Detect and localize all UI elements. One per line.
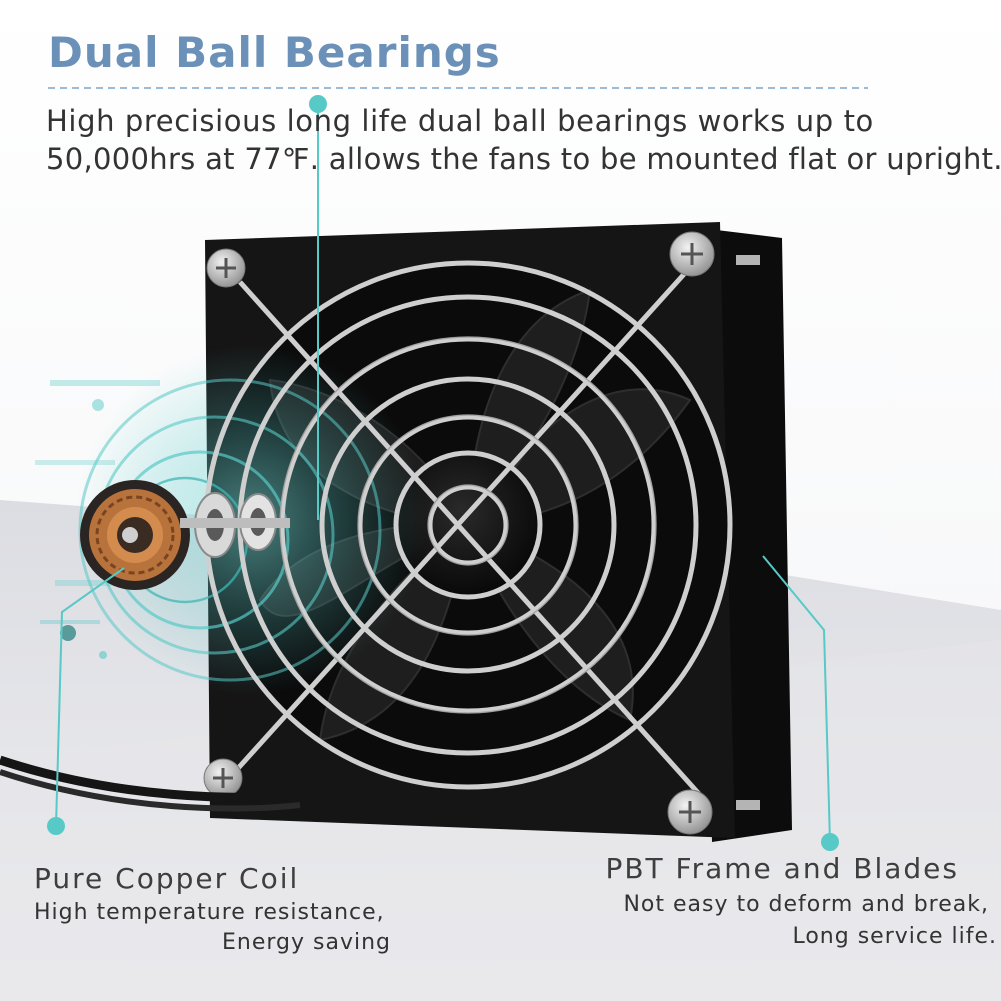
screw-shaft-top [736, 255, 760, 265]
copper-coil-title: Pure Copper Coil [34, 862, 300, 895]
pbt-frame-title: PBT Frame and Blades [605, 852, 959, 885]
callout-lines [55, 104, 831, 843]
callout-dot-bearings [309, 95, 327, 113]
callout-dot-pbt [821, 833, 839, 851]
headline-description-line2: 50,000hrs at 77℉. allows the fans to be … [46, 142, 1001, 176]
fan-cable [0, 755, 301, 802]
copper-coil-description-line2: Energy saving [222, 930, 391, 955]
fan-cable-2 [0, 769, 301, 812]
callout-dot-copper [47, 817, 65, 835]
fan-hub [398, 455, 538, 595]
headline-description-line1: High precisious long life dual ball bear… [46, 104, 874, 138]
headline-title: Dual Ball Bearings [48, 28, 501, 77]
pbt-frame-description-line1: Not easy to deform and break, [623, 892, 989, 917]
screw-icon [203, 231, 715, 835]
copper-coil-icon [80, 480, 190, 590]
copper-coil-description-line1: High temperature resistance, [34, 900, 385, 925]
pbt-frame-description-line2: Long service life. [792, 924, 997, 949]
ball-bearing-icon [180, 492, 290, 558]
screw-shaft-bottom [736, 800, 760, 810]
